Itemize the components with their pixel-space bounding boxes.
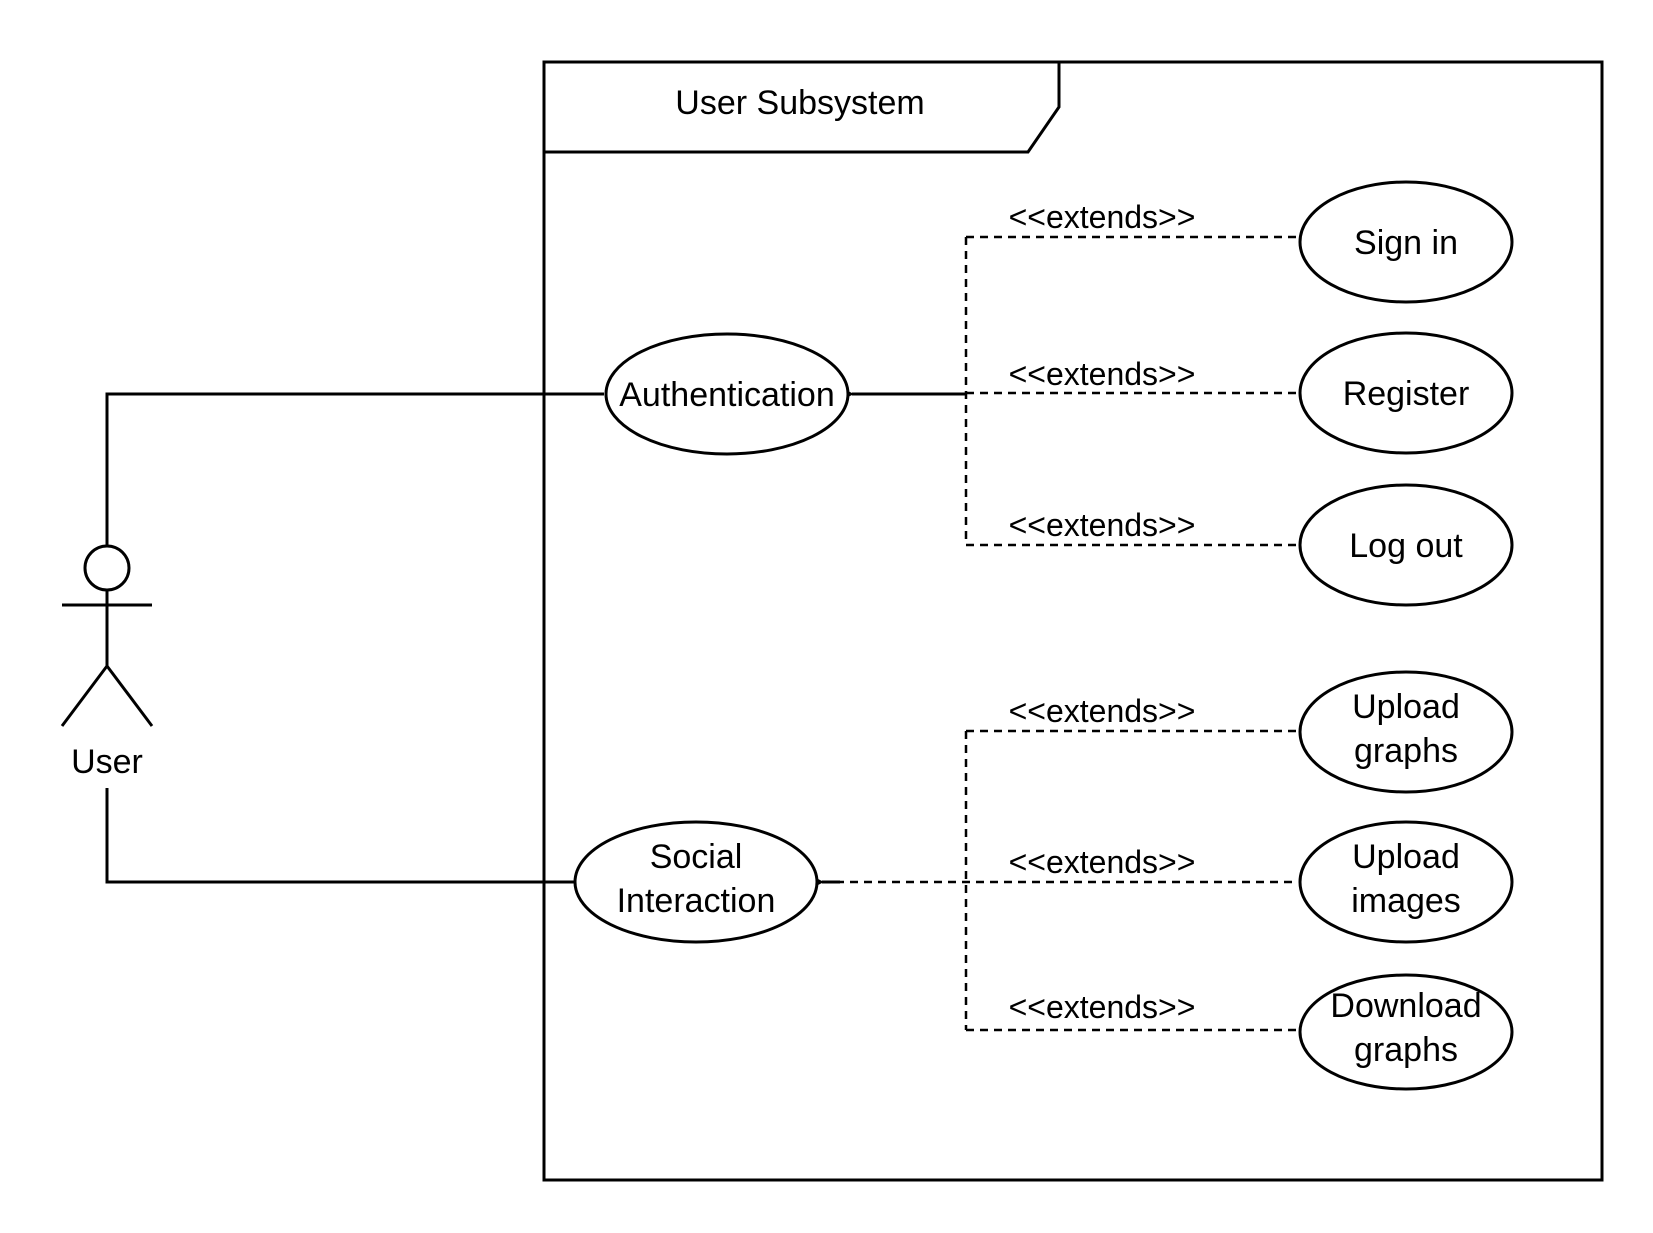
use-case-download-graphs[interactable]: Download graphs (1298, 973, 1514, 1091)
use-case-authentication[interactable]: Authentication (604, 332, 850, 456)
system-boundary: User Subsystem (542, 60, 1604, 1182)
association-authentication (105, 392, 604, 546)
use-case-label-line1: Social (650, 838, 743, 876)
use-case-label-line2: images (1351, 882, 1461, 920)
frame-tab (544, 62, 1061, 154)
use-case-label-line2: Interaction (617, 882, 776, 920)
extends-label-download-graphs: <<extends>> (1009, 989, 1196, 1025)
use-case-label-line2: graphs (1354, 1031, 1458, 1069)
use-case-sign-in[interactable]: Sign in (1298, 180, 1514, 304)
use-case-log-out[interactable]: Log out (1298, 483, 1514, 607)
extends-social-group: <<extends>> <<extends>> <<extends>> (810, 693, 1298, 1032)
use-case-label: Register (1343, 375, 1470, 413)
use-case-social-interaction[interactable]: Social Interaction (573, 820, 819, 944)
use-case-upload-graphs[interactable]: Upload graphs (1298, 670, 1514, 794)
association-social (105, 788, 574, 884)
use-case-label-line1: Download (1330, 987, 1481, 1025)
actor-right-leg (105, 665, 154, 727)
extends-label-register: <<extends>> (1009, 356, 1196, 392)
use-case-label-line1: Upload (1352, 838, 1460, 876)
extends-label-upload-images: <<extends>> (1009, 844, 1196, 880)
extends-label-sign-in: <<extends>> (1009, 199, 1196, 235)
use-case-label: Sign in (1354, 224, 1458, 262)
use-case-label-line1: Upload (1352, 688, 1460, 726)
use-case-upload-images[interactable]: Upload images (1298, 820, 1514, 944)
actor-user[interactable]: User (60, 544, 154, 781)
use-case-label: Log out (1349, 527, 1463, 565)
actor-left-leg (60, 665, 109, 727)
system-title: User Subsystem (675, 84, 924, 122)
extends-label-upload-graphs: <<extends>> (1009, 693, 1196, 729)
use-case-register[interactable]: Register (1298, 331, 1514, 455)
extends-label-log-out: <<extends>> (1009, 507, 1196, 543)
extends-authentication-group: <<extends>> <<extends>> <<extends>> (840, 199, 1298, 547)
actor-name: User (71, 743, 143, 781)
use-case-label-line2: graphs (1354, 732, 1458, 770)
actor-head (83, 544, 131, 592)
use-case-label: Authentication (619, 376, 835, 414)
